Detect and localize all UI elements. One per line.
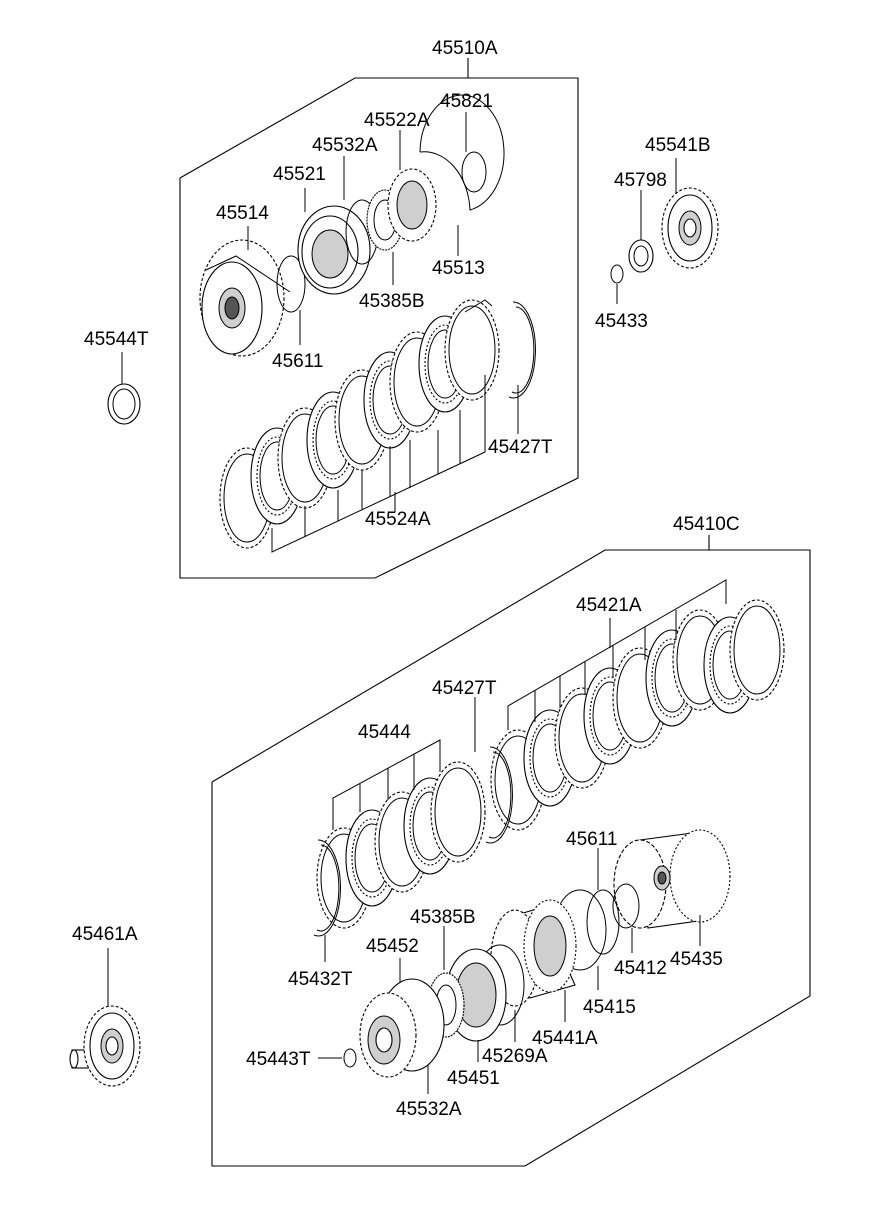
part-45798-washer: 45798 — [614, 170, 667, 273]
part-45611-oring — [276, 255, 306, 313]
label-45514: 45514 — [216, 203, 269, 224]
label-45435: 45435 — [670, 949, 723, 970]
label-45421A: 45421A — [576, 595, 642, 616]
label-45544T: 45544T — [84, 329, 149, 350]
label-45510A: 45510A — [432, 38, 498, 59]
part-45544T: 45544T — [84, 329, 149, 425]
label-45412: 45412 — [614, 958, 667, 979]
plate-9 — [444, 299, 500, 401]
label-45432T: 45432T — [288, 969, 353, 990]
leader-45444 — [332, 739, 441, 830]
part-45427T-top-snapring — [508, 301, 536, 399]
leader-45421A — [507, 579, 727, 730]
label-45611-top: 45611 — [272, 351, 323, 372]
group-45410C-frame — [211, 549, 811, 1167]
clutch-pack-45444 — [316, 761, 486, 929]
label-45415: 45415 — [583, 997, 636, 1018]
label-45444: 45444 — [358, 722, 411, 743]
part-45514-drum — [199, 239, 291, 357]
part-45513-snapring — [419, 94, 505, 211]
label-45452: 45452 — [366, 936, 419, 957]
label-45443T: 45443T — [246, 1049, 311, 1070]
group-45510A: 45510A 45514 45611 45521 45532A — [179, 38, 579, 579]
label-45524A: 45524A — [365, 509, 431, 530]
group-45410C: 45410C 45421A 45427T — [211, 514, 811, 1167]
label-45521: 45521 — [273, 164, 326, 185]
label-45427T-top: 45427T — [488, 437, 553, 458]
part-45532A-bot — [359, 978, 445, 1078]
label-45541B: 45541B — [645, 135, 711, 156]
part-45461A-gear: 45461A — [69, 924, 141, 1087]
leader-45524A — [271, 375, 486, 553]
part-45443T-ring — [343, 1048, 357, 1068]
part-45522A-retainer — [387, 168, 437, 242]
part-45433-ring: 45433 — [595, 264, 648, 332]
group-45510A-frame — [179, 77, 579, 579]
label-45385B-mid: 45385B — [410, 907, 476, 928]
gear-45541B — [661, 187, 719, 269]
part-45435-drum — [613, 829, 731, 929]
label-45410C: 45410C — [673, 514, 740, 535]
label-45798: 45798 — [614, 170, 667, 191]
label-45522A: 45522A — [364, 110, 430, 131]
plate-a9 — [729, 599, 785, 701]
label-45461A: 45461A — [72, 924, 138, 945]
label-45441A: 45441A — [532, 1028, 598, 1049]
part-45427T-top-ring-end — [464, 299, 493, 313]
part-45541B-gear: 45541B — [645, 135, 719, 269]
label-45513: 45513 — [432, 258, 485, 279]
part-45821-ring — [461, 151, 487, 193]
label-45532A-top: 45532A — [312, 135, 378, 156]
part-45521-piston — [297, 205, 371, 295]
label-45451: 45451 — [447, 1068, 500, 1089]
label-45427T-mid: 45427T — [432, 678, 497, 699]
label-45532A-bot: 45532A — [396, 1099, 462, 1120]
gear-45461A — [83, 1005, 141, 1087]
label-45611-mid: 45611 — [566, 829, 617, 850]
part-45412-ring — [612, 883, 640, 929]
plate-b5 — [430, 761, 486, 863]
part-45611-mid-oring — [586, 889, 620, 955]
part-45441A-hub — [490, 899, 577, 1007]
label-45433: 45433 — [595, 311, 648, 332]
label-45269A: 45269A — [482, 1046, 548, 1067]
label-45821: 45821 — [440, 91, 493, 112]
label-45385B-top: 45385B — [359, 291, 425, 312]
